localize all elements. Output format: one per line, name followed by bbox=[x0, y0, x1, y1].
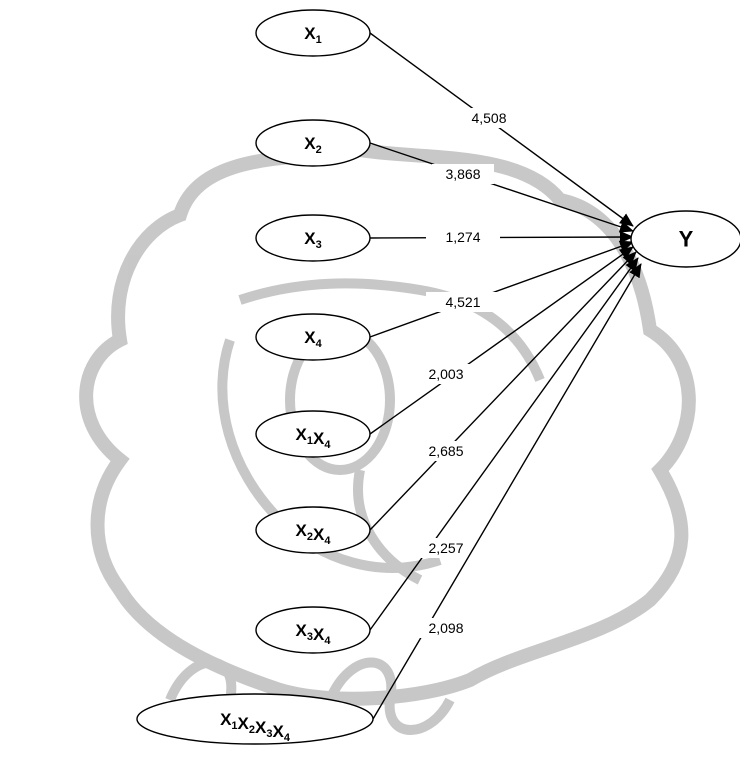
edge-x3-to-y: 1,274 bbox=[370, 227, 633, 247]
node-label-variable: X bbox=[313, 525, 325, 544]
node-x1x4: X1X4 bbox=[256, 411, 370, 457]
edge-arrow bbox=[370, 237, 633, 238]
node-label-variable: X bbox=[272, 722, 284, 741]
node-label-variable: X bbox=[304, 24, 316, 43]
node-label-variable: Y bbox=[679, 227, 694, 252]
node-label-variable: X bbox=[304, 229, 316, 248]
node-label-variable: X bbox=[296, 621, 308, 640]
node-x2x4: X2X4 bbox=[256, 507, 370, 553]
node-label-variable: X bbox=[304, 134, 316, 153]
node-label-subscript: 4 bbox=[324, 635, 331, 647]
node-label-subscript: 2 bbox=[316, 144, 322, 156]
node-x1: X1 bbox=[256, 10, 370, 56]
edge-x2-to-y: 3,868 bbox=[370, 143, 633, 231]
node-label-subscript: 4 bbox=[316, 338, 323, 350]
node-label-subscript: 4 bbox=[324, 439, 331, 451]
edge-arrow bbox=[370, 252, 636, 530]
node-label-variable: X bbox=[296, 425, 308, 444]
node-label-variable: X bbox=[238, 714, 250, 733]
edge-arrow bbox=[370, 247, 633, 434]
node-label-subscript: 3 bbox=[316, 239, 322, 251]
node-label-subscript: 4 bbox=[284, 732, 291, 744]
node-x3x4: X3X4 bbox=[256, 607, 370, 653]
node-label-subscript: 1 bbox=[316, 34, 322, 46]
coefficient-label: 3,868 bbox=[445, 166, 480, 182]
node-label-variable: X bbox=[313, 429, 325, 448]
edges-layer: 4,508 3,868 1,274 4,521 2,003 2,685 2,257 2,098 bbox=[370, 33, 641, 719]
node-label-subscript: 4 bbox=[324, 535, 331, 547]
node-y: Y bbox=[631, 211, 740, 267]
coefficient-label: 2,098 bbox=[428, 620, 463, 636]
edge-x1x4-to-y: 2,003 bbox=[370, 247, 633, 434]
coefficient-label: 4,521 bbox=[445, 294, 480, 310]
edge-x2x4-to-y: 2,685 bbox=[370, 252, 636, 530]
node-x3: X3 bbox=[256, 215, 370, 261]
node-label-variable: X bbox=[220, 710, 232, 729]
edge-arrow bbox=[370, 33, 633, 226]
node-x1x2x3x4: X1X2X3X4 bbox=[137, 694, 373, 744]
node-x4: X4 bbox=[256, 314, 370, 360]
coefficient-label: 4,508 bbox=[471, 110, 506, 126]
node-label-variable: X bbox=[313, 625, 325, 644]
edge-arrow bbox=[370, 143, 633, 231]
coefficient-label: 2,003 bbox=[428, 366, 463, 382]
node-x2: X2 bbox=[256, 120, 370, 166]
node-label-variable: X bbox=[296, 521, 308, 540]
coefficient-label: 2,257 bbox=[428, 540, 463, 556]
node-label: Y bbox=[679, 227, 694, 252]
edge-x1-to-y: 4,508 bbox=[370, 33, 633, 226]
node-label-variable: X bbox=[304, 328, 316, 347]
coefficient-label: 2,685 bbox=[428, 443, 463, 459]
node-label-variable: X bbox=[255, 718, 267, 737]
coefficient-label: 1,274 bbox=[445, 229, 480, 245]
